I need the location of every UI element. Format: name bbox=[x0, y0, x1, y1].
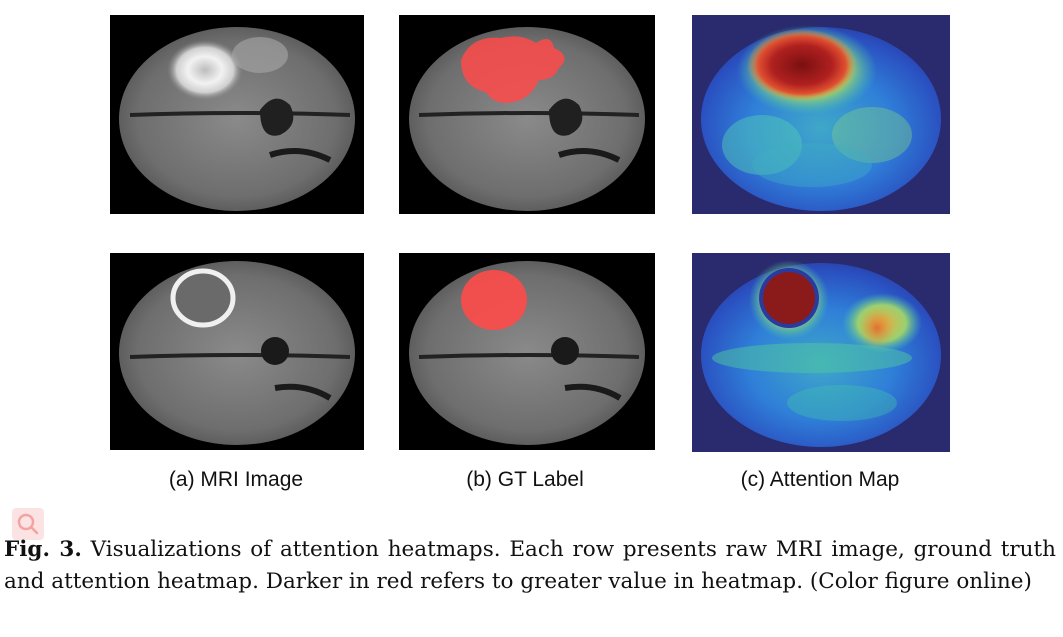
attention-map-row2 bbox=[692, 253, 950, 452]
mri-image-row2 bbox=[110, 253, 364, 450]
attention-map-row1 bbox=[692, 15, 950, 214]
gt-label-row2 bbox=[399, 253, 655, 450]
caption-text: Visualizations of attention heatmaps. Ea… bbox=[4, 537, 1056, 594]
subfigure-label-b: (b) GT Label bbox=[466, 468, 584, 491]
figure-caption: Fig. 3. Visualizations of attention heat… bbox=[4, 534, 1056, 598]
gt-label-row1 bbox=[399, 15, 655, 214]
subfigure-label-c: (c) Attention Map bbox=[740, 468, 900, 491]
mri-image-row1 bbox=[110, 15, 364, 214]
zoom-icon[interactable] bbox=[12, 508, 44, 540]
figure-number: Fig. 3. bbox=[4, 537, 82, 562]
subfigure-label-a: (a) MRI Image bbox=[168, 468, 304, 491]
